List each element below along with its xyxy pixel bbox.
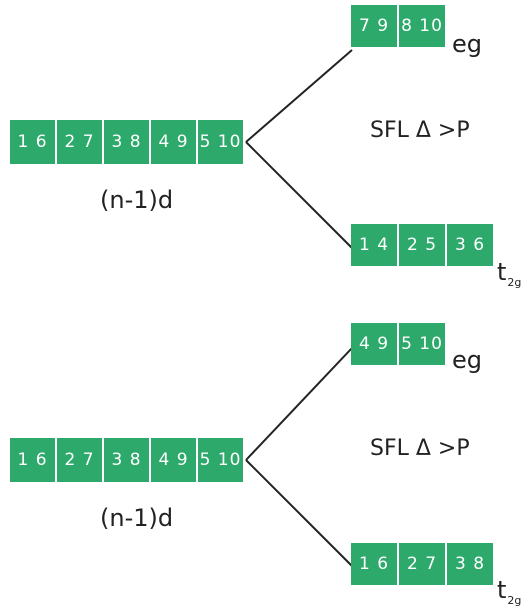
field-label-1: SFL Δ >P <box>370 118 470 143</box>
t2g-label-main: t <box>497 576 507 604</box>
t2g-label-sub: 2g <box>507 594 522 607</box>
orbital-box: 5 10 <box>198 438 243 482</box>
orbital-box: 4 9 <box>351 323 397 365</box>
t2g-orbital-row-1: 1 4 2 5 3 6 <box>351 224 493 266</box>
t2g-label-main: t <box>497 258 507 286</box>
connector-upper-1 <box>245 49 353 143</box>
orbital-box: 3 8 <box>447 543 493 585</box>
orbital-box: 3 6 <box>447 224 493 266</box>
main-orbital-row-1: 1 6 2 7 3 8 4 9 5 10 <box>10 120 243 164</box>
orbital-box: 5 10 <box>399 323 445 365</box>
main-orbital-row-2: 1 6 2 7 3 8 4 9 5 10 <box>10 438 243 482</box>
eg-orbital-row-2: 4 9 5 10 <box>351 323 445 365</box>
orbital-box: 4 9 <box>151 120 196 164</box>
main-label-2: (n-1)d <box>100 504 174 532</box>
t2g-orbital-row-2: 1 6 2 7 3 8 <box>351 543 493 585</box>
orbital-box: 1 6 <box>351 543 397 585</box>
connector-lower-1 <box>245 141 353 249</box>
t2g-label-2: t2g <box>497 576 521 607</box>
orbital-box: 2 7 <box>57 120 102 164</box>
connector-lower-2 <box>245 459 353 567</box>
orbital-box: 2 7 <box>399 543 445 585</box>
orbital-box: 3 8 <box>104 438 149 482</box>
connector-upper-2 <box>245 347 353 461</box>
orbital-box: 5 10 <box>198 120 243 164</box>
t2g-label-1: t2g <box>497 258 521 289</box>
eg-label-1: eg <box>452 30 482 58</box>
field-label-2: SFL Δ >P <box>370 436 470 461</box>
orbital-box: 3 8 <box>104 120 149 164</box>
orbital-box: 1 6 <box>10 120 55 164</box>
orbital-box: 2 5 <box>399 224 445 266</box>
orbital-box: 8 10 <box>399 5 445 47</box>
orbital-box: 1 4 <box>351 224 397 266</box>
orbital-box: 2 7 <box>57 438 102 482</box>
eg-label-2: eg <box>452 346 482 374</box>
orbital-box: 7 9 <box>351 5 397 47</box>
orbital-box: 4 9 <box>151 438 196 482</box>
main-label-1: (n-1)d <box>100 186 174 214</box>
eg-orbital-row-1: 7 9 8 10 <box>351 5 445 47</box>
orbital-box: 1 6 <box>10 438 55 482</box>
t2g-label-sub: 2g <box>507 276 522 289</box>
